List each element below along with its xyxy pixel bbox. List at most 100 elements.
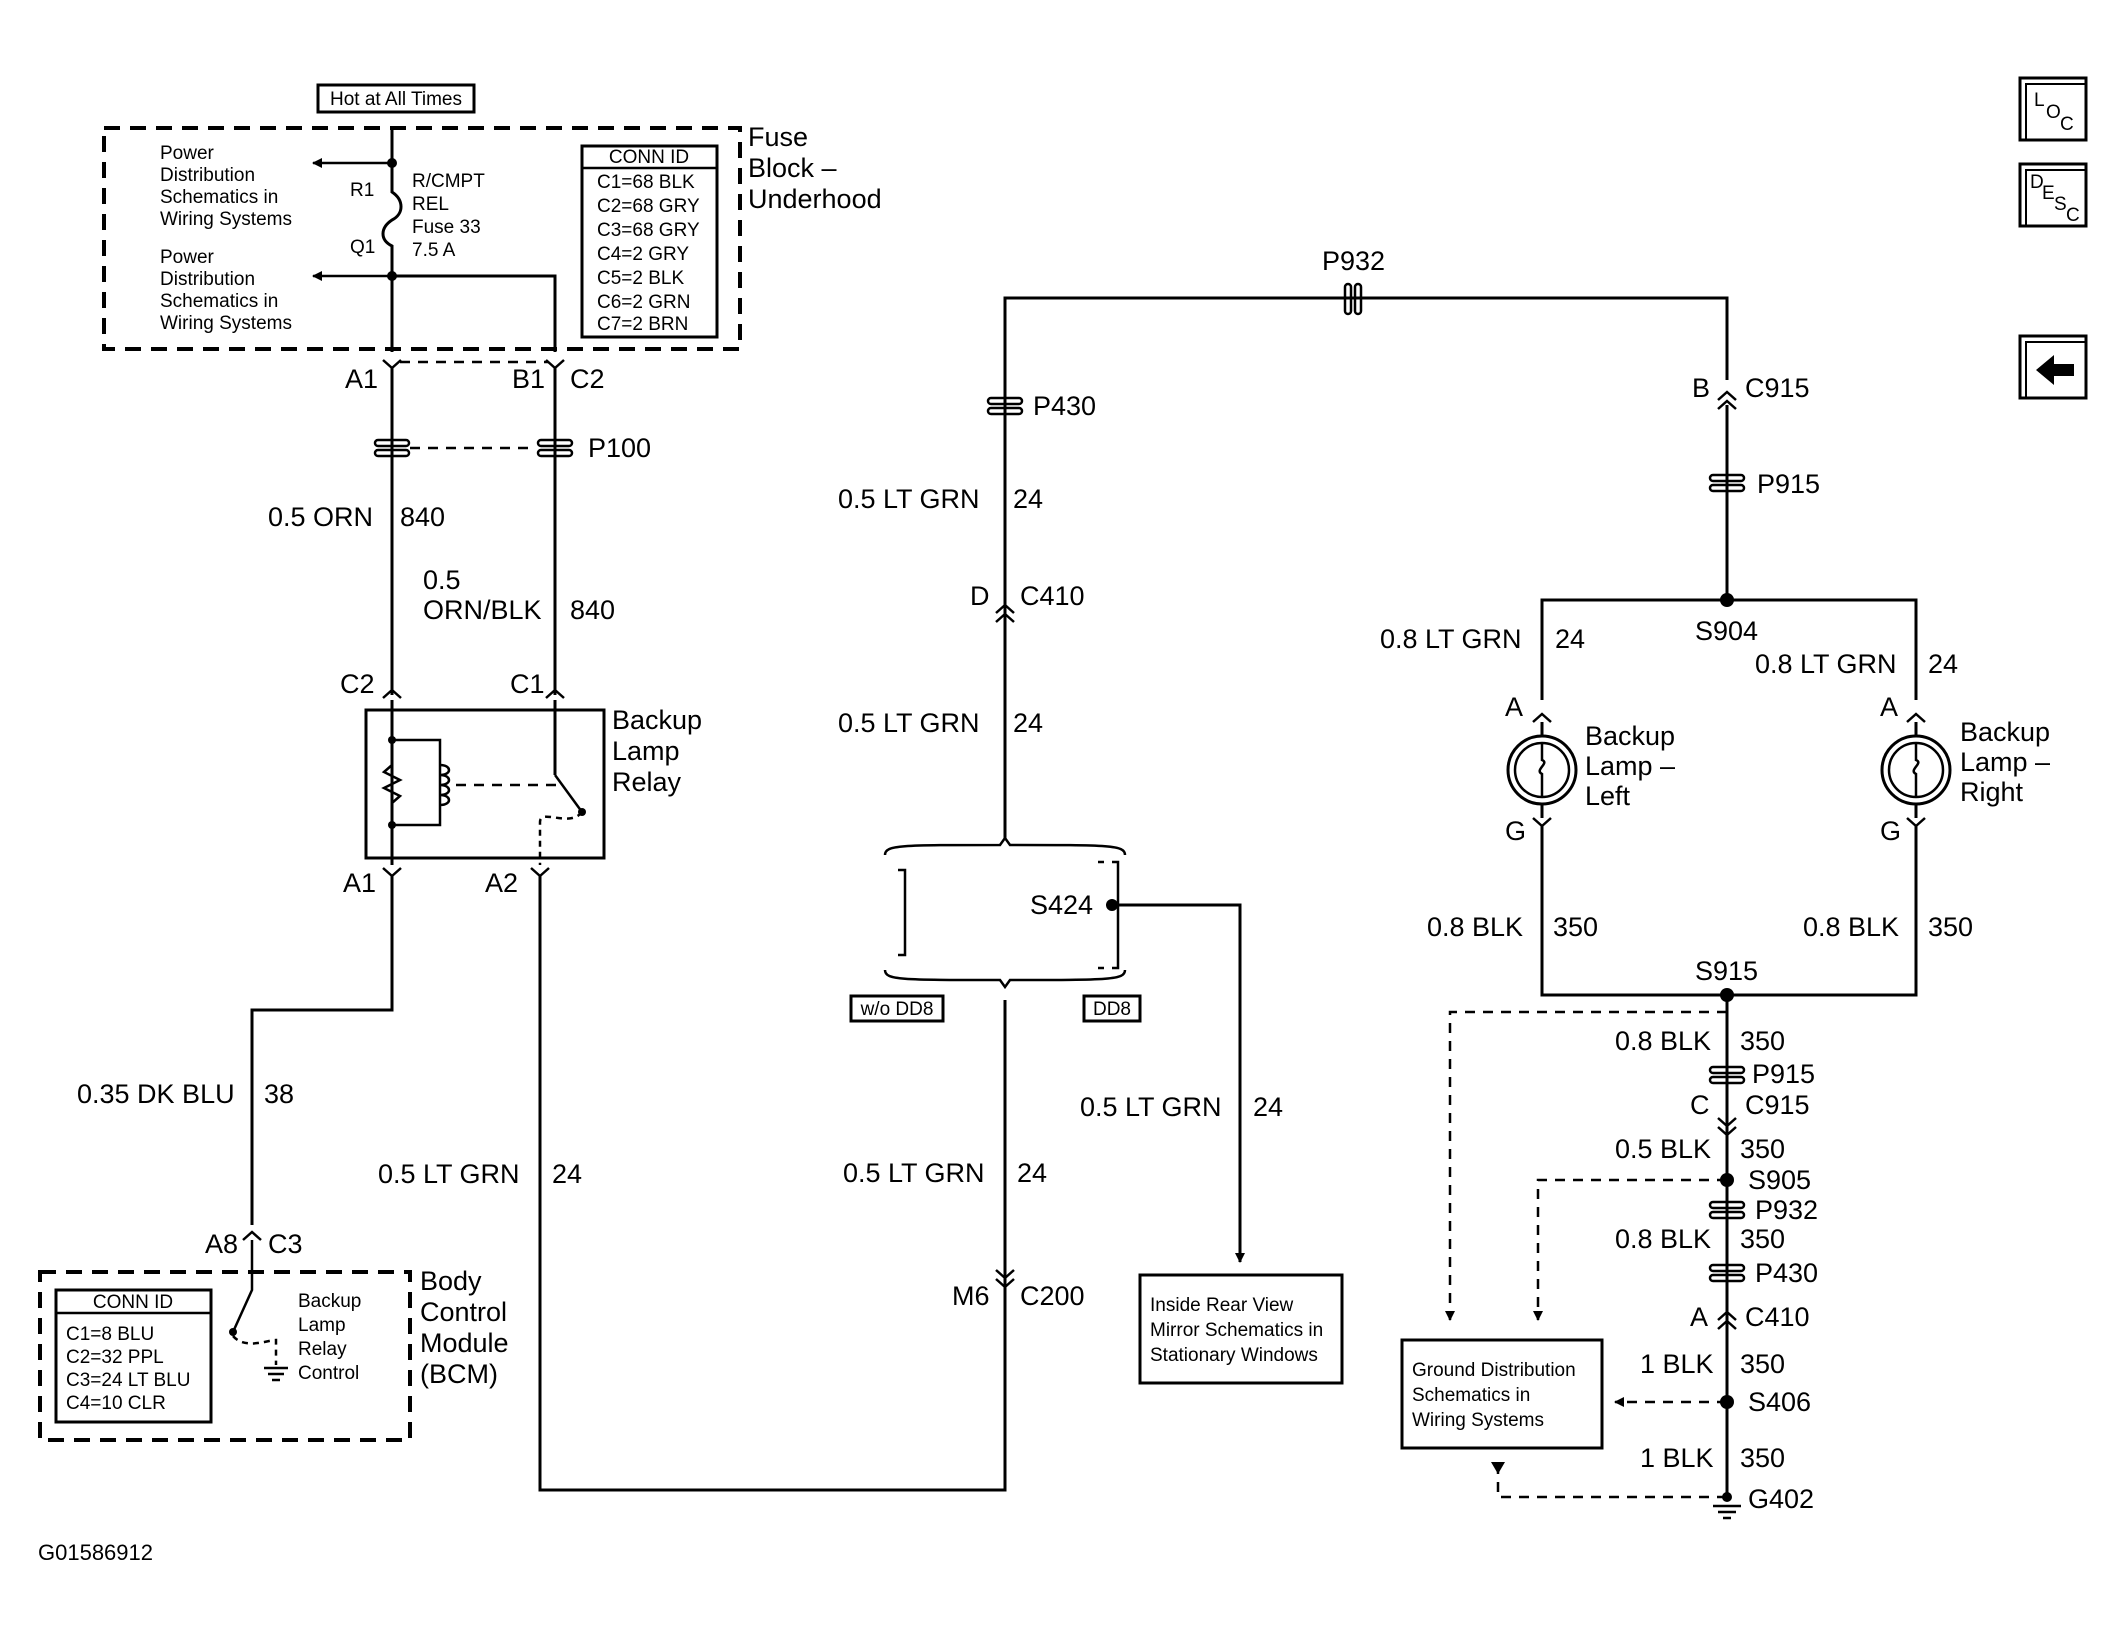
svg-text:Fuse: Fuse bbox=[748, 122, 808, 152]
left-circuit-wiring: A1 B1 C2 P100 0.5 ORN 840 0.5 ORN/BLK 84… bbox=[268, 359, 651, 699]
svg-text:Relay: Relay bbox=[298, 1339, 347, 1360]
circuit-number-label: 24 bbox=[1013, 708, 1043, 738]
svg-text:Power: Power bbox=[160, 143, 215, 164]
svg-text:C2=68 GRY: C2=68 GRY bbox=[597, 196, 700, 217]
wire-color-label: 0.5 LT GRN bbox=[378, 1159, 520, 1189]
svg-text:C4=2 GRY: C4=2 GRY bbox=[597, 244, 689, 265]
s406-label: S406 bbox=[1748, 1387, 1811, 1417]
circuit-number-label: 350 bbox=[1740, 1134, 1785, 1164]
circuit-number-label: 24 bbox=[552, 1159, 582, 1189]
circuit-number-label: 350 bbox=[1740, 1349, 1785, 1379]
relay-a2-label: A2 bbox=[485, 868, 518, 898]
wire-color-label: 0.8 BLK bbox=[1615, 1026, 1711, 1056]
circuit-number-label: 24 bbox=[1555, 624, 1585, 654]
wire-color-label: 0.5 LT GRN bbox=[1080, 1092, 1222, 1122]
pin-b1-label: B1 bbox=[512, 364, 545, 394]
svg-text:G: G bbox=[1505, 816, 1526, 846]
middle-circuit: P932 P430 0.5 LT GRN 24 D C410 0.5 LT GR… bbox=[838, 246, 1729, 1385]
svg-text:Wiring Systems: Wiring Systems bbox=[160, 313, 292, 334]
bcm-c3-label: C3 bbox=[268, 1229, 303, 1259]
backup-lamp-relay: Backup Lamp Relay bbox=[364, 700, 702, 865]
description-button[interactable]: D E S C bbox=[2018, 162, 2088, 228]
p932-label: P932 bbox=[1322, 246, 1385, 276]
svg-text:Right: Right bbox=[1960, 777, 2024, 807]
b-pin-label: B bbox=[1692, 373, 1710, 403]
wire-color-label: ORN/BLK bbox=[423, 595, 542, 625]
svg-text:(BCM): (BCM) bbox=[420, 1359, 498, 1389]
location-button[interactable]: L O C bbox=[2018, 76, 2088, 142]
svg-text:CONN ID: CONN ID bbox=[93, 1292, 173, 1313]
figure-id-label: G01586912 bbox=[38, 1540, 153, 1565]
wire-color-label: 0.8 BLK bbox=[1615, 1224, 1711, 1254]
circuit-number-label: 24 bbox=[1253, 1092, 1283, 1122]
svg-text:CONN ID: CONN ID bbox=[609, 147, 689, 168]
wire-color-label: 0.35 DK BLU bbox=[77, 1079, 235, 1109]
s915-label: S915 bbox=[1695, 956, 1758, 986]
wire-color-label: 1 BLK bbox=[1640, 1443, 1714, 1473]
back-button[interactable] bbox=[2018, 334, 2088, 400]
svg-text:A: A bbox=[1505, 692, 1523, 722]
bcm-conn-id-table: CONN ID C1=8 BLU C2=32 PPL C3=24 LT BLU … bbox=[54, 1288, 213, 1424]
svg-text:Schematics in: Schematics in bbox=[1412, 1385, 1530, 1406]
q1-label: Q1 bbox=[350, 237, 375, 258]
p430-connector-icon bbox=[1708, 1263, 1746, 1283]
bcm-title: Body Control Module (BCM) bbox=[420, 1266, 509, 1389]
wire-color-label: 1 BLK bbox=[1640, 1349, 1714, 1379]
svg-text:Control: Control bbox=[298, 1363, 359, 1384]
a-pin-label: A bbox=[1690, 1302, 1708, 1332]
relay-c1-label: C1 bbox=[510, 669, 545, 699]
p100-connector-icon bbox=[373, 438, 574, 458]
svg-text:Lamp –: Lamp – bbox=[1960, 747, 2050, 777]
svg-text:R/CMPT: R/CMPT bbox=[412, 171, 485, 192]
svg-text:C1=68 BLK: C1=68 BLK bbox=[597, 172, 695, 193]
svg-text:C3=24 LT BLU: C3=24 LT BLU bbox=[66, 1370, 190, 1391]
p915-connector-icon bbox=[1708, 473, 1746, 493]
svg-text:Backup: Backup bbox=[298, 1291, 361, 1312]
circuit-number-label: 350 bbox=[1928, 912, 1973, 942]
svg-text:Distribution: Distribution bbox=[160, 269, 255, 290]
svg-text:L: L bbox=[2034, 90, 2045, 111]
c915-label: C915 bbox=[1745, 373, 1810, 403]
ground-icon bbox=[264, 1366, 288, 1382]
bcm-switch-icon bbox=[231, 1240, 254, 1333]
pin-c2-label: C2 bbox=[570, 364, 605, 394]
p932-connector-icon bbox=[1343, 282, 1363, 316]
p915-label: P915 bbox=[1752, 1059, 1815, 1089]
p915-connector-icon bbox=[1708, 1065, 1746, 1085]
svg-text:Backup: Backup bbox=[1585, 721, 1675, 751]
svg-text:Ground Distribution: Ground Distribution bbox=[1412, 1360, 1576, 1381]
svg-text:D: D bbox=[2030, 172, 2044, 193]
circuit-number-label: 24 bbox=[1013, 484, 1043, 514]
r1-label: R1 bbox=[350, 180, 374, 201]
wire-color-label: 0.5 LT GRN bbox=[838, 708, 980, 738]
wire-color-label: 0.5 LT GRN bbox=[838, 484, 980, 514]
c410-pin-label: D bbox=[970, 581, 990, 611]
svg-text:G: G bbox=[1880, 816, 1901, 846]
svg-text:Underhood: Underhood bbox=[748, 184, 882, 214]
circuit-number-label: 350 bbox=[1553, 912, 1598, 942]
svg-text:C3=68 GRY: C3=68 GRY bbox=[597, 220, 700, 241]
fuse-block-underhood: Fuse Block – Underhood Power Distributio… bbox=[102, 122, 882, 352]
ground-distribution-ref: Ground Distribution Schematics in Wiring… bbox=[1400, 1338, 1604, 1450]
svg-text:Inside Rear View: Inside Rear View bbox=[1150, 1295, 1294, 1316]
relay-switch-icon bbox=[553, 774, 584, 813]
svg-text:C4=10 CLR: C4=10 CLR bbox=[66, 1393, 166, 1414]
c200-label: C200 bbox=[1020, 1281, 1085, 1311]
svg-text:A: A bbox=[1880, 692, 1898, 722]
p430-label: P430 bbox=[1755, 1258, 1818, 1288]
circuit-number-label: 840 bbox=[570, 595, 615, 625]
svg-text:Distribution: Distribution bbox=[160, 165, 255, 186]
circuit-number-label: 350 bbox=[1740, 1443, 1785, 1473]
coil-icon bbox=[439, 763, 451, 807]
svg-text:Module: Module bbox=[420, 1328, 509, 1358]
right-circuit: B C915 P915 S904 0.8 LT GRN 24 0.8 LT GR… bbox=[1380, 373, 2050, 1520]
svg-text:Schematics in: Schematics in bbox=[160, 291, 278, 312]
wire-color-label: 0.8 BLK bbox=[1427, 912, 1523, 942]
fuse-block-conn-id-table: CONN ID C1=68 BLK C2=68 GRY C3=68 GRY C4… bbox=[580, 144, 719, 339]
circuit-number-label: 840 bbox=[400, 502, 445, 532]
pin-a1-label: A1 bbox=[345, 364, 378, 394]
circuit-number-label: 24 bbox=[1928, 649, 1958, 679]
svg-text:Lamp –: Lamp – bbox=[1585, 751, 1675, 781]
svg-text:w/o DD8: w/o DD8 bbox=[860, 999, 934, 1020]
